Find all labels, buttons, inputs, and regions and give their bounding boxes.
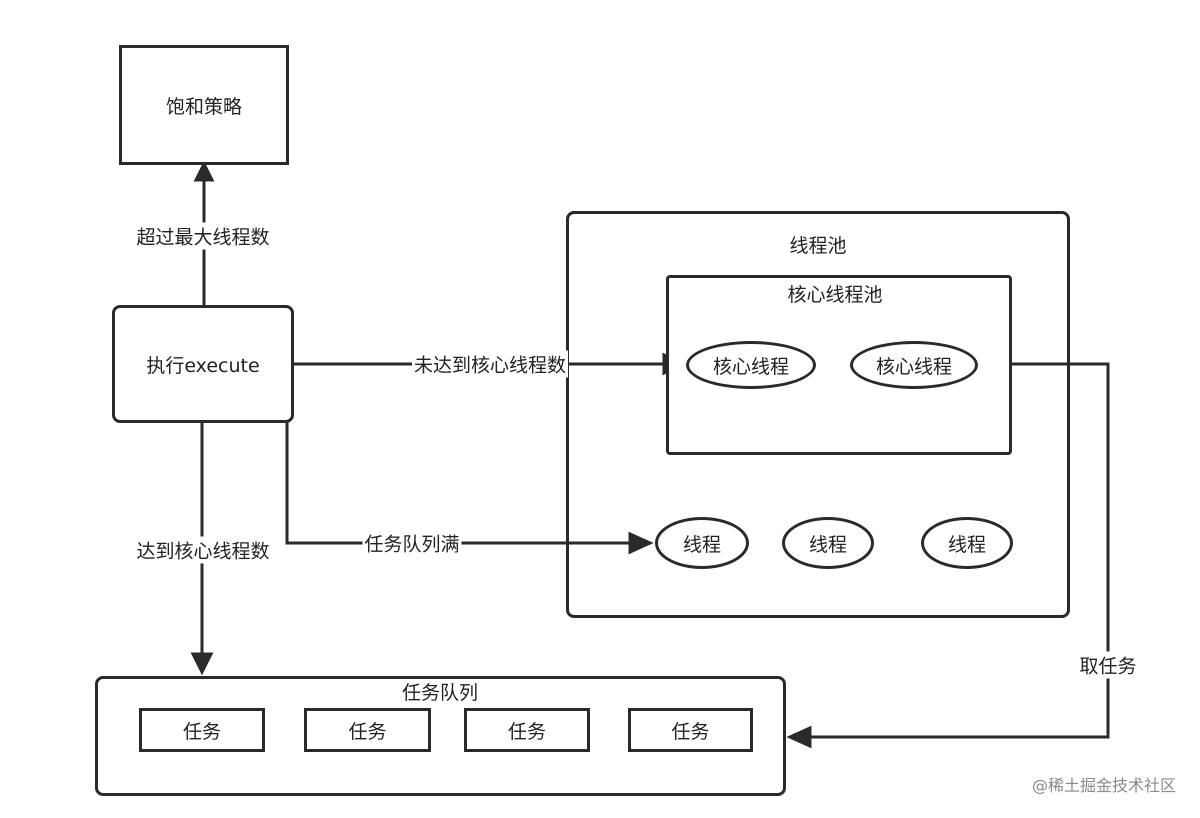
thread-pool-container: [566, 211, 1070, 618]
task-item: 任务: [139, 708, 265, 752]
core-thread-pool-title: 核心线程池: [787, 284, 883, 306]
core-thread-node: 核心线程: [850, 341, 978, 389]
execute-label: 执行execute: [146, 354, 260, 377]
thread-pool-title: 线程池: [789, 235, 847, 257]
thread-node: 线程: [655, 517, 749, 569]
task-item: 任务: [628, 708, 753, 752]
task-item: 任务: [464, 708, 590, 752]
edge-label-queue-full: 任务队列满: [362, 529, 462, 557]
arrowhead-up: [193, 160, 215, 182]
arrowhead-right-thread: [628, 531, 654, 555]
arrowhead-down: [190, 652, 214, 676]
edge-label-take-task: 取任务: [1077, 651, 1139, 679]
core-thread-node: 核心线程: [686, 341, 816, 389]
task-queue-title: 任务队列: [401, 682, 479, 704]
saturation-policy-label: 饱和策略: [165, 95, 242, 118]
thread-node: 线程: [782, 517, 874, 569]
arrow-take-task: [806, 362, 1110, 739]
edge-label-below-core: 未达到核心线程数: [411, 350, 569, 378]
task-item: 任务: [304, 708, 431, 752]
thread-node: 线程: [921, 517, 1013, 569]
edge-label-reach-core: 达到核心线程数: [134, 536, 272, 564]
arrowhead-left: [786, 725, 812, 749]
execute-box: 执行execute: [112, 305, 294, 423]
watermark: @稀土掘金技术社区: [1031, 776, 1176, 795]
edge-label-exceed-max: 超过最大线程数: [134, 222, 272, 250]
saturation-policy-box: 饱和策略: [119, 45, 289, 165]
arrow-queue-full: [285, 422, 636, 545]
